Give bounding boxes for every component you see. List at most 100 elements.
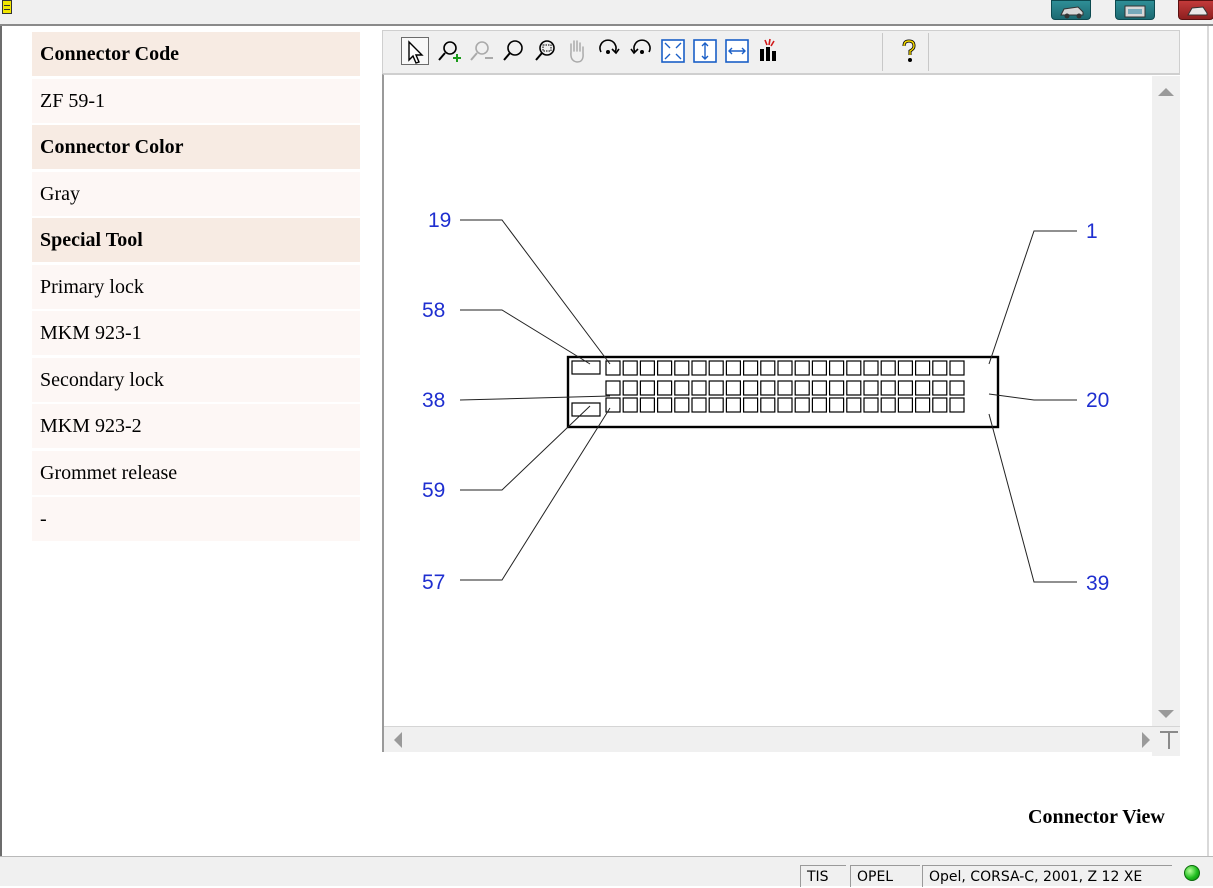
connection-status-icon bbox=[1184, 865, 1200, 881]
zoom-in-icon[interactable] bbox=[435, 37, 463, 65]
connector-cavity bbox=[743, 360, 759, 376]
connector-info-panel: Connector Code ZF 59-1 Connector Color G… bbox=[32, 32, 360, 544]
connector-cavity bbox=[674, 380, 690, 396]
connector-cavity bbox=[863, 380, 879, 396]
pan-hand-icon[interactable] bbox=[563, 37, 591, 65]
connector-cavity bbox=[914, 397, 931, 413]
zoom-icon[interactable] bbox=[499, 37, 527, 65]
connector-cavity bbox=[897, 397, 914, 413]
scroll-up-icon[interactable] bbox=[1158, 88, 1174, 96]
toolbar-group-navigation bbox=[385, 33, 883, 71]
pin-label-39: 39 bbox=[1086, 572, 1109, 595]
rotate-right-icon[interactable] bbox=[595, 37, 623, 65]
vehicle-tool-icon[interactable] bbox=[1051, 0, 1091, 20]
viewer-toolbar bbox=[382, 30, 1180, 74]
connector-cavity bbox=[674, 360, 690, 376]
connector-cavity bbox=[914, 380, 931, 396]
scroll-down-icon[interactable] bbox=[1158, 710, 1174, 718]
select-arrow-icon[interactable] bbox=[401, 37, 429, 65]
rotate-left-icon[interactable] bbox=[627, 37, 655, 65]
connector-cavity bbox=[760, 397, 776, 413]
connector-cavity bbox=[708, 360, 724, 376]
connector-cavity bbox=[932, 380, 948, 396]
connector-cavity bbox=[743, 397, 759, 413]
connector-cavity bbox=[777, 397, 793, 413]
status-bar: TIS OPEL Opel, CORSA-C, 2001, Z 12 XE bbox=[0, 856, 1213, 887]
connector-cavity bbox=[794, 360, 810, 376]
connector-cavity bbox=[897, 380, 914, 396]
connector-cavity bbox=[829, 397, 845, 413]
connector-cavity bbox=[605, 360, 621, 376]
connector-cavity bbox=[949, 397, 965, 413]
fit-all-icon[interactable] bbox=[659, 37, 687, 65]
fit-height-icon[interactable] bbox=[691, 37, 719, 65]
connector-cavity bbox=[811, 360, 827, 376]
highlight-icon[interactable] bbox=[755, 37, 783, 65]
exit-tool-icon[interactable] bbox=[1178, 0, 1213, 20]
right-frame-border bbox=[1207, 26, 1213, 856]
resize-corner-icon bbox=[1160, 731, 1178, 749]
connector-cavity bbox=[725, 397, 741, 413]
connector-code-value: ZF 59-1 bbox=[32, 78, 360, 123]
connector-cells bbox=[571, 360, 965, 417]
title-bar bbox=[0, 0, 1213, 26]
connector-cavity bbox=[932, 360, 948, 376]
connector-cavity bbox=[639, 397, 655, 413]
diagnosis-tool-icon[interactable] bbox=[1115, 0, 1155, 20]
scroll-left-icon[interactable] bbox=[394, 732, 402, 748]
connector-color-header: Connector Color bbox=[32, 125, 360, 169]
connector-cavity bbox=[932, 397, 948, 413]
connector-code-header: Connector Code bbox=[32, 32, 360, 76]
fit-width-icon[interactable] bbox=[723, 37, 751, 65]
horizontal-scrollbar[interactable] bbox=[384, 726, 1180, 752]
pin-label-59: 59 bbox=[422, 479, 445, 502]
connector-cavity bbox=[794, 397, 810, 413]
connector-cavity bbox=[880, 380, 896, 396]
connector-cavity bbox=[622, 397, 638, 413]
connector-cavity bbox=[846, 380, 862, 396]
scroll-right-icon[interactable] bbox=[1142, 732, 1150, 748]
zoom-out-icon[interactable] bbox=[467, 37, 495, 65]
connector-cavity bbox=[897, 360, 914, 376]
primary-lock-tool: MKM 923-1 bbox=[32, 311, 360, 355]
connector-cavity bbox=[657, 380, 673, 396]
connector-cavity bbox=[949, 360, 965, 376]
connector-cavity bbox=[691, 380, 707, 396]
connector-cavity bbox=[639, 360, 655, 376]
connector-cavity bbox=[605, 397, 621, 413]
connector-latch-cavity bbox=[571, 360, 601, 375]
app-icon bbox=[2, 0, 12, 14]
pin-label-38: 38 bbox=[422, 389, 445, 412]
help-icon[interactable] bbox=[895, 37, 923, 65]
connector-cavity bbox=[863, 397, 879, 413]
status-system: TIS bbox=[800, 865, 846, 887]
connector-cavity bbox=[657, 397, 673, 413]
zoom-window-icon[interactable] bbox=[531, 37, 559, 65]
connector-cavity bbox=[691, 397, 707, 413]
connector-cavity bbox=[794, 380, 810, 396]
connector-cavity bbox=[760, 360, 776, 376]
connector-cavity bbox=[725, 360, 741, 376]
special-tool-header: Special Tool bbox=[32, 218, 360, 262]
connector-color-value: Gray bbox=[32, 171, 360, 216]
connector-cavity bbox=[760, 380, 776, 396]
pin-leader-lines bbox=[459, 219, 1077, 583]
pin-label-20: 20 bbox=[1086, 389, 1109, 412]
toolbar-group-help bbox=[882, 33, 929, 71]
connector-cavity bbox=[639, 380, 655, 396]
vertical-scrollbar[interactable] bbox=[1152, 76, 1180, 756]
view-title: Connector View bbox=[1028, 806, 1165, 828]
connector-cavity bbox=[846, 360, 862, 376]
connector-cavity bbox=[880, 360, 896, 376]
connector-cavity bbox=[691, 360, 707, 376]
secondary-lock-label: Secondary lock bbox=[32, 357, 360, 402]
pin-label-1: 1 bbox=[1086, 220, 1098, 243]
connector-cavity bbox=[777, 380, 793, 396]
connector-cavity bbox=[622, 380, 638, 396]
connector-cavity bbox=[880, 397, 896, 413]
secondary-lock-tool: MKM 923-2 bbox=[32, 404, 360, 448]
connector-cavity bbox=[863, 360, 879, 376]
connector-cavity bbox=[708, 397, 724, 413]
connector-cavity bbox=[777, 360, 793, 376]
pin-label-57: 57 bbox=[422, 571, 445, 594]
